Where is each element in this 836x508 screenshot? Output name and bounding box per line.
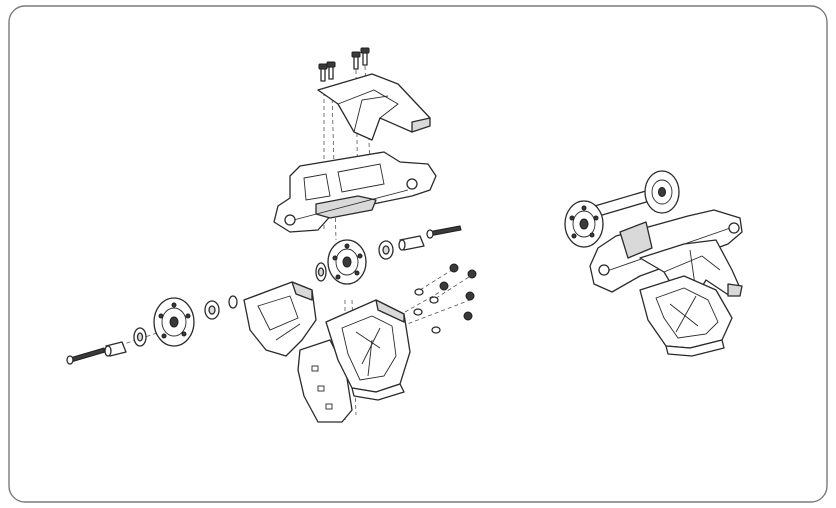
lower-wheel-assembly	[66, 295, 238, 365]
mount-plate-part	[273, 151, 437, 233]
nuts-washers	[413, 263, 477, 334]
nut-icon	[465, 291, 475, 301]
wheel-icon	[564, 200, 604, 248]
top-screws	[318, 47, 370, 82]
top-arm-part	[317, 73, 431, 141]
wheel-icon	[153, 297, 195, 347]
nut-icon	[463, 311, 473, 321]
nut-icon	[467, 269, 477, 279]
nut-icon	[439, 281, 449, 291]
wheel-icon	[644, 170, 680, 214]
bolt-icon	[426, 225, 462, 239]
upper-wheel-assembly	[315, 225, 462, 285]
wheel-icon	[327, 239, 367, 285]
diagram-frame	[8, 5, 828, 503]
screw-icon	[351, 51, 361, 70]
nut-icon	[449, 263, 459, 273]
screw-icon	[326, 61, 336, 80]
screw-icon	[360, 47, 370, 66]
cradle-part	[325, 299, 411, 401]
side-bracket-part	[243, 281, 317, 357]
assembled-view	[564, 170, 743, 357]
exploded-view	[66, 47, 477, 423]
